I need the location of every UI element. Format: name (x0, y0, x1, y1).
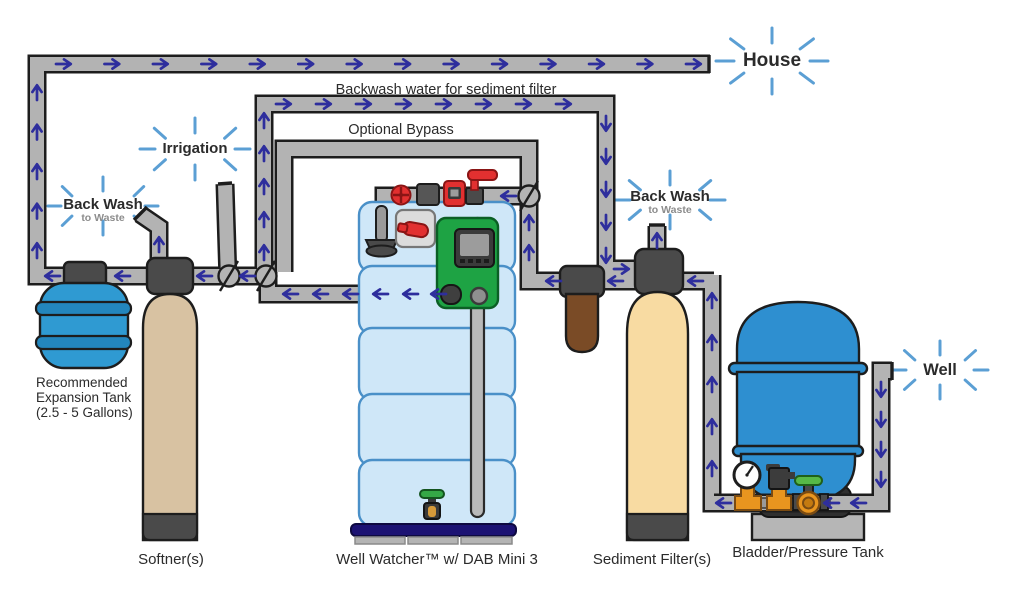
sediment-filter-label: Sediment Filter(s) (592, 551, 712, 568)
sediment-filter-head (633, 247, 685, 296)
sediment-filter-tank (625, 247, 690, 542)
cartridge-filter (558, 264, 606, 354)
sediment-filter-base (625, 512, 690, 542)
valve-icon (517, 180, 541, 212)
well-watcher-feet (354, 536, 513, 545)
softener-head (145, 256, 195, 296)
tank-platform (750, 512, 866, 542)
softener-tank (141, 256, 199, 542)
expansion-tank (34, 260, 133, 370)
pipe-union (416, 183, 440, 206)
well-label: Well (923, 361, 957, 379)
optional-bypass-label: Optional Bypass (348, 122, 454, 138)
well-watcher-tank (350, 169, 517, 545)
panel-badge (394, 208, 437, 249)
drain-spigot (419, 489, 445, 520)
backwash-left-sublabel: to Waste (81, 212, 125, 224)
well-watcher-label: Well Watcher™ w/ DAB Mini 3 (336, 551, 538, 568)
pressure-gauge-icon (732, 460, 762, 490)
well-watcher-base (350, 523, 517, 537)
sediment-filter-body (625, 290, 690, 542)
backwash-right-label: Back Wash (630, 188, 710, 205)
brass-valve-icon (792, 475, 829, 516)
cartridge-filter-body (564, 292, 600, 354)
softener-base (141, 512, 199, 542)
dab-controller (435, 216, 500, 310)
air-valve-icon (364, 205, 399, 258)
house-label: House (742, 50, 802, 71)
starburst-rays (46, 26, 990, 401)
pump-port (469, 286, 489, 306)
softener-label: Softner(s) (138, 551, 204, 568)
flow-arrows (31, 58, 887, 509)
backwash-left-label: Back Wash (63, 196, 143, 213)
valve-green-handle (794, 475, 823, 486)
cartridge-filter-head (558, 264, 606, 299)
bladder-pressure-tank (714, 300, 874, 542)
expansion-tank-body (38, 281, 130, 370)
red-lever-handle (467, 169, 498, 181)
bladder-tank-label: Bladder/Pressure Tank (732, 544, 884, 561)
expansion-tank-label: Recommended Expansion Tank (2.5 - 5 Gall… (36, 375, 133, 420)
backwash-right-sublabel: to Waste (648, 204, 692, 216)
valve-icon (217, 260, 241, 292)
softener-body (141, 292, 199, 542)
manifold-fittings (390, 169, 498, 207)
red-spigot-icon (396, 221, 429, 239)
pressure-switch-icon (766, 464, 795, 490)
pipe-end-caps (132, 55, 894, 380)
backwash-line-label: Backwash water for sediment filter (335, 82, 557, 98)
irrigation-label: Irrigation (162, 140, 228, 157)
